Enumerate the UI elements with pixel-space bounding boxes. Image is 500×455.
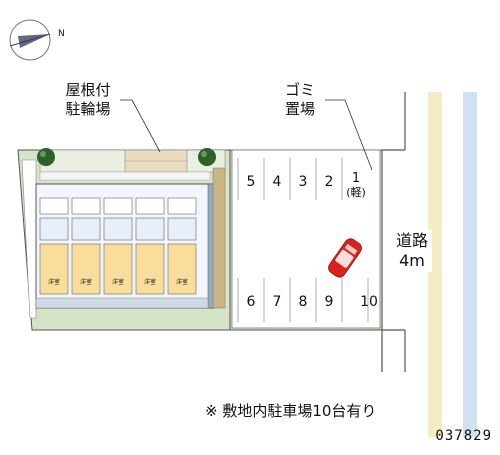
parking-space-numbers-top: 5 4 3 2 1 (軽) (247, 171, 366, 199)
parking-space-number: 6 (247, 294, 256, 310)
room-label: 洋室 (48, 278, 60, 286)
garbage-label: ゴミ 置場 (285, 81, 373, 171)
parking-space-number: 5 (247, 174, 256, 190)
roof-bicycle-label-line2: 駐輪場 (65, 100, 110, 118)
road-label: 道路 4m (392, 230, 432, 272)
parking-space-number: 10 (360, 294, 378, 310)
parking-space-numbers-bottom: 6 7 8 9 10 (247, 294, 378, 310)
roof-bicycle-label-line1: 屋根付 (65, 81, 110, 99)
road-label-line2: 4m (399, 251, 425, 270)
parking-space-number: 7 (273, 294, 282, 310)
listing-code: 037829 (435, 428, 492, 444)
room-label: 洋室 (80, 278, 92, 286)
parking-space-number: 1 (352, 171, 360, 186)
garbage-label-line2: 置場 (285, 100, 315, 118)
parking-space-number: 4 (273, 174, 282, 190)
bicycle-parking-strip (39, 149, 226, 181)
road-label-line1: 道路 (396, 231, 428, 250)
room-label: 洋室 (112, 278, 124, 286)
roof-bicycle-label: 屋根付 駐輪場 (65, 81, 161, 153)
car-icon (328, 238, 362, 278)
room-label: 洋室 (176, 278, 188, 286)
parking-space-kei-note: (軽) (346, 186, 366, 199)
garbage-label-line1: ゴミ (285, 81, 315, 99)
tree-left-icon (37, 148, 55, 166)
tree-right-icon (198, 148, 216, 166)
north-label: N (58, 29, 65, 39)
parking-space-number: 8 (299, 294, 308, 310)
room-label: 洋室 (144, 278, 156, 286)
apartment-building: 洋室 洋室 洋室 洋室 洋室 (35, 167, 226, 309)
parking-lot (231, 149, 381, 329)
north-arrow-icon: N (9, 19, 65, 61)
parking-space-number: 9 (325, 294, 334, 310)
parking-space-number: 2 (325, 174, 334, 190)
parking-note: ※ 敷地内駐車場10台有り (205, 402, 377, 420)
parking-space-number: 3 (299, 174, 308, 190)
